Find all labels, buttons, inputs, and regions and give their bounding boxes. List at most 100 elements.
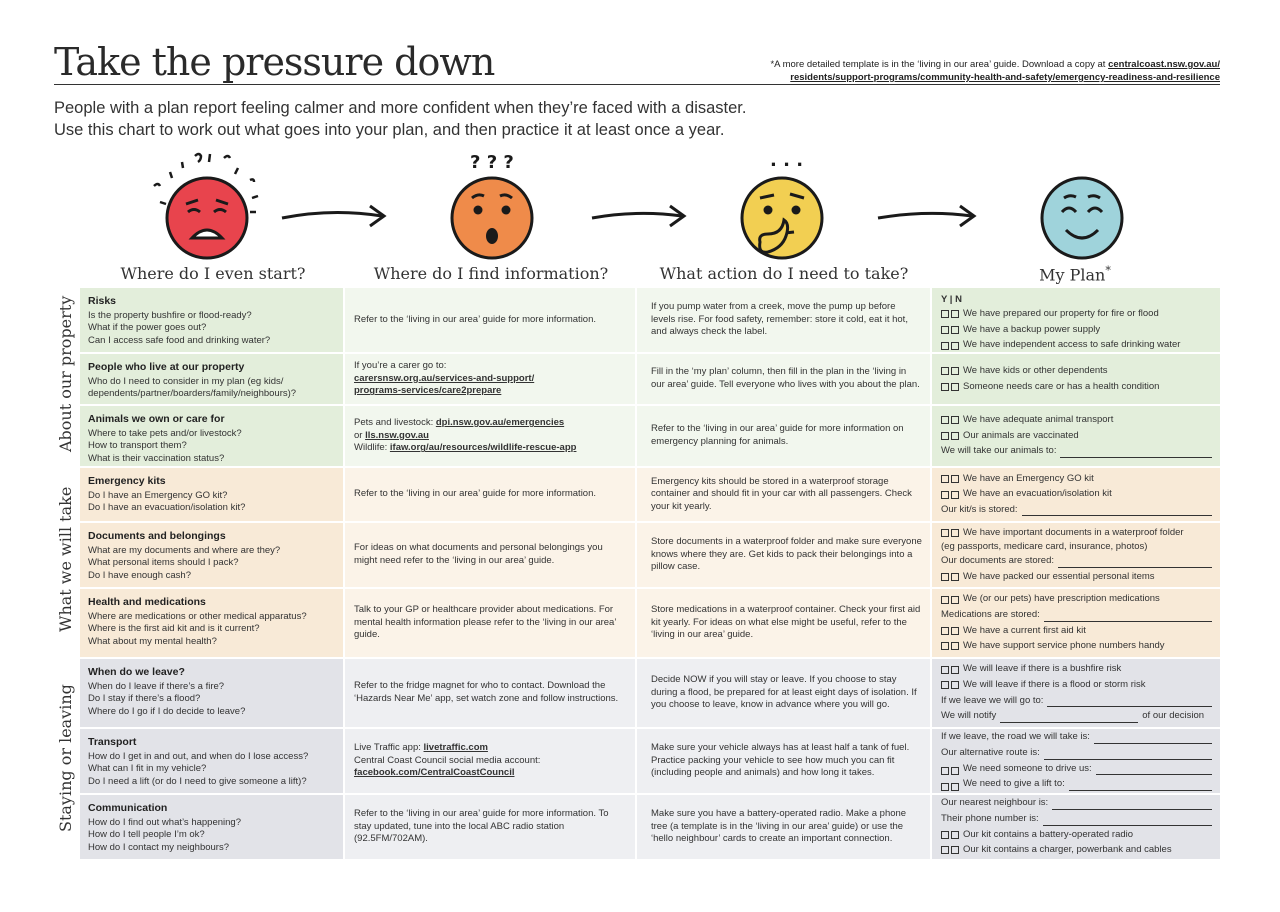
fill-in-line[interactable] — [1042, 816, 1212, 826]
svg-text:. . .: . . . — [770, 150, 803, 171]
no-checkbox[interactable] — [951, 830, 959, 839]
plan-cell: We have an Emergency GO kit We have an e… — [932, 468, 1220, 521]
no-checkbox[interactable] — [951, 325, 959, 334]
plan-item-label: of our decision — [1142, 710, 1205, 722]
yes-checkbox[interactable] — [941, 572, 949, 581]
table-row-health: Health and medications Where are medicat… — [80, 589, 1220, 659]
no-checkbox[interactable] — [951, 474, 959, 483]
yes-checkbox[interactable] — [941, 474, 949, 483]
plan-item-detail: (eg passports, medicare card, insurance,… — [941, 540, 1148, 552]
plan-item-label: Our kit/s is stored: — [941, 503, 1018, 515]
no-checkbox[interactable] — [951, 529, 959, 538]
no-checkbox[interactable] — [951, 310, 959, 319]
lls-link[interactable]: lls.nsw.gov.au — [365, 429, 429, 441]
fill-in-line[interactable] — [1021, 506, 1212, 517]
facebook-link[interactable]: facebook.com/CentralCoastCouncil — [354, 767, 515, 779]
fill-in-line[interactable] — [1095, 765, 1212, 776]
fill-in-line[interactable] — [1047, 697, 1212, 708]
carers-link-cont[interactable]: programs-services/care2prepare — [354, 385, 502, 397]
yes-checkbox[interactable] — [941, 665, 949, 674]
plan-fill-row: If we leave, the road we will take is: — [941, 731, 1212, 744]
yes-checkbox[interactable] — [941, 325, 949, 334]
yes-checkbox[interactable] — [941, 782, 949, 791]
plan-item-label: We have kids or other dependents — [963, 364, 1108, 376]
no-checkbox[interactable] — [951, 490, 959, 499]
plan-item-label: We will take our animals to: — [941, 445, 1057, 457]
plan-fill-row: If we leave we will go to: — [941, 695, 1212, 708]
thinking-face-icon: . . . — [740, 150, 824, 260]
no-checkbox[interactable] — [951, 367, 959, 376]
table-row-transport: Transport How do I get in and out, and w… — [80, 729, 1220, 795]
info-text: Refer to the ‘living in our area’ guide … — [354, 488, 597, 500]
no-checkbox[interactable] — [951, 846, 959, 855]
yes-checkbox[interactable] — [941, 367, 949, 376]
question: Do I need a lift (or do I need to give s… — [88, 775, 307, 787]
yes-checkbox[interactable] — [941, 626, 949, 635]
yes-checkbox[interactable] — [941, 846, 949, 855]
question: How to transport them? — [88, 440, 187, 452]
plan-fill-row: We need to give a lift to: — [941, 778, 1212, 791]
carers-link[interactable]: carersnsw.org.au/services-and-support/ — [354, 372, 535, 384]
info-text: Refer to the ‘living in our area’ guide … — [354, 313, 597, 325]
row-title: Animals we own or care for — [88, 413, 225, 425]
fill-in-line[interactable] — [1058, 558, 1212, 568]
yes-checkbox[interactable] — [941, 432, 949, 440]
plan-checkbox-row: Our animals are vaccinated — [941, 430, 1212, 443]
fill-in-line[interactable] — [1068, 781, 1212, 791]
guide-link-part-1[interactable]: centralcoast.nsw.gov.au/ — [1108, 59, 1220, 70]
no-checkbox[interactable] — [951, 572, 959, 581]
fill-in-line[interactable] — [1052, 800, 1212, 810]
no-checkbox[interactable] — [951, 626, 959, 635]
yes-checkbox[interactable] — [941, 310, 949, 319]
table-row-animals: Animals we own or care for Where to take… — [80, 406, 1220, 468]
yes-checkbox[interactable] — [941, 341, 949, 350]
question: Do I stay if there’s a flood? — [88, 693, 201, 705]
info-cell: If you’re a carer go to: carersnsw.org.a… — [345, 354, 637, 404]
question-cell: Documents and belongings What are my doc… — [80, 523, 345, 587]
no-checkbox[interactable] — [951, 341, 959, 350]
row-title: Documents and belongings — [88, 530, 226, 542]
no-checkbox[interactable] — [951, 432, 959, 440]
yes-checkbox[interactable] — [941, 681, 949, 690]
ifaw-link[interactable]: ifaw.org/au/resources/wildlife-rescue-ap… — [389, 442, 577, 454]
plan-fill-row: We need someone to drive us: — [941, 763, 1212, 776]
no-checkbox[interactable] — [951, 782, 959, 791]
fill-in-line[interactable] — [1093, 734, 1212, 744]
yes-checkbox[interactable] — [941, 529, 949, 538]
yes-checkbox[interactable] — [941, 830, 949, 839]
guide-link-part-2[interactable]: residents/support-programs/community-hea… — [790, 72, 1220, 83]
plan-item-label: If we leave, the road we will take is: — [941, 731, 1090, 743]
yes-checkbox[interactable] — [941, 767, 949, 776]
info-text: If you’re a carer go to: — [354, 360, 447, 372]
plan-item-label: We will leave if there is a flood or sto… — [963, 678, 1146, 690]
no-checkbox[interactable] — [951, 681, 959, 690]
plan-cell: We have kids or other dependents Someone… — [932, 354, 1220, 404]
yes-checkbox[interactable] — [941, 382, 949, 391]
yes-checkbox[interactable] — [941, 490, 949, 499]
question: Can I access safe food and drinking wate… — [88, 334, 271, 346]
plan-fill-row: Medications are stored: — [941, 609, 1212, 622]
fill-in-line[interactable] — [1043, 612, 1212, 622]
yes-checkbox[interactable] — [941, 416, 949, 425]
no-checkbox[interactable] — [951, 595, 959, 604]
plan-fill-row: Our kit/s is stored: — [941, 504, 1212, 517]
question-cell: Animals we own or care for Where to take… — [80, 406, 345, 466]
action-text: Store medications in a waterproof contai… — [651, 604, 921, 641]
dpi-link[interactable]: dpi.nsw.gov.au/emergencies — [435, 417, 565, 429]
question: Where do I go if I do decide to leave? — [88, 705, 246, 717]
no-checkbox[interactable] — [951, 382, 959, 391]
livetraffic-link[interactable]: livetraffic.com — [423, 742, 488, 754]
question: How do I contact my neighbours? — [88, 841, 229, 853]
plan-cell: If we leave, the road we will take is: O… — [932, 729, 1220, 793]
plan-checkbox-row: We have kids or other dependents — [941, 365, 1212, 378]
fill-in-line[interactable] — [1060, 448, 1212, 458]
yes-checkbox[interactable] — [941, 642, 949, 651]
no-checkbox[interactable] — [951, 416, 959, 425]
no-checkbox[interactable] — [951, 642, 959, 651]
question: Do I have an evacuation/isolation kit? — [88, 502, 246, 514]
no-checkbox[interactable] — [951, 767, 959, 776]
fill-in-line[interactable] — [1043, 750, 1212, 760]
no-checkbox[interactable] — [951, 665, 959, 674]
yes-checkbox[interactable] — [941, 595, 949, 604]
fill-in-line[interactable] — [1000, 713, 1139, 723]
